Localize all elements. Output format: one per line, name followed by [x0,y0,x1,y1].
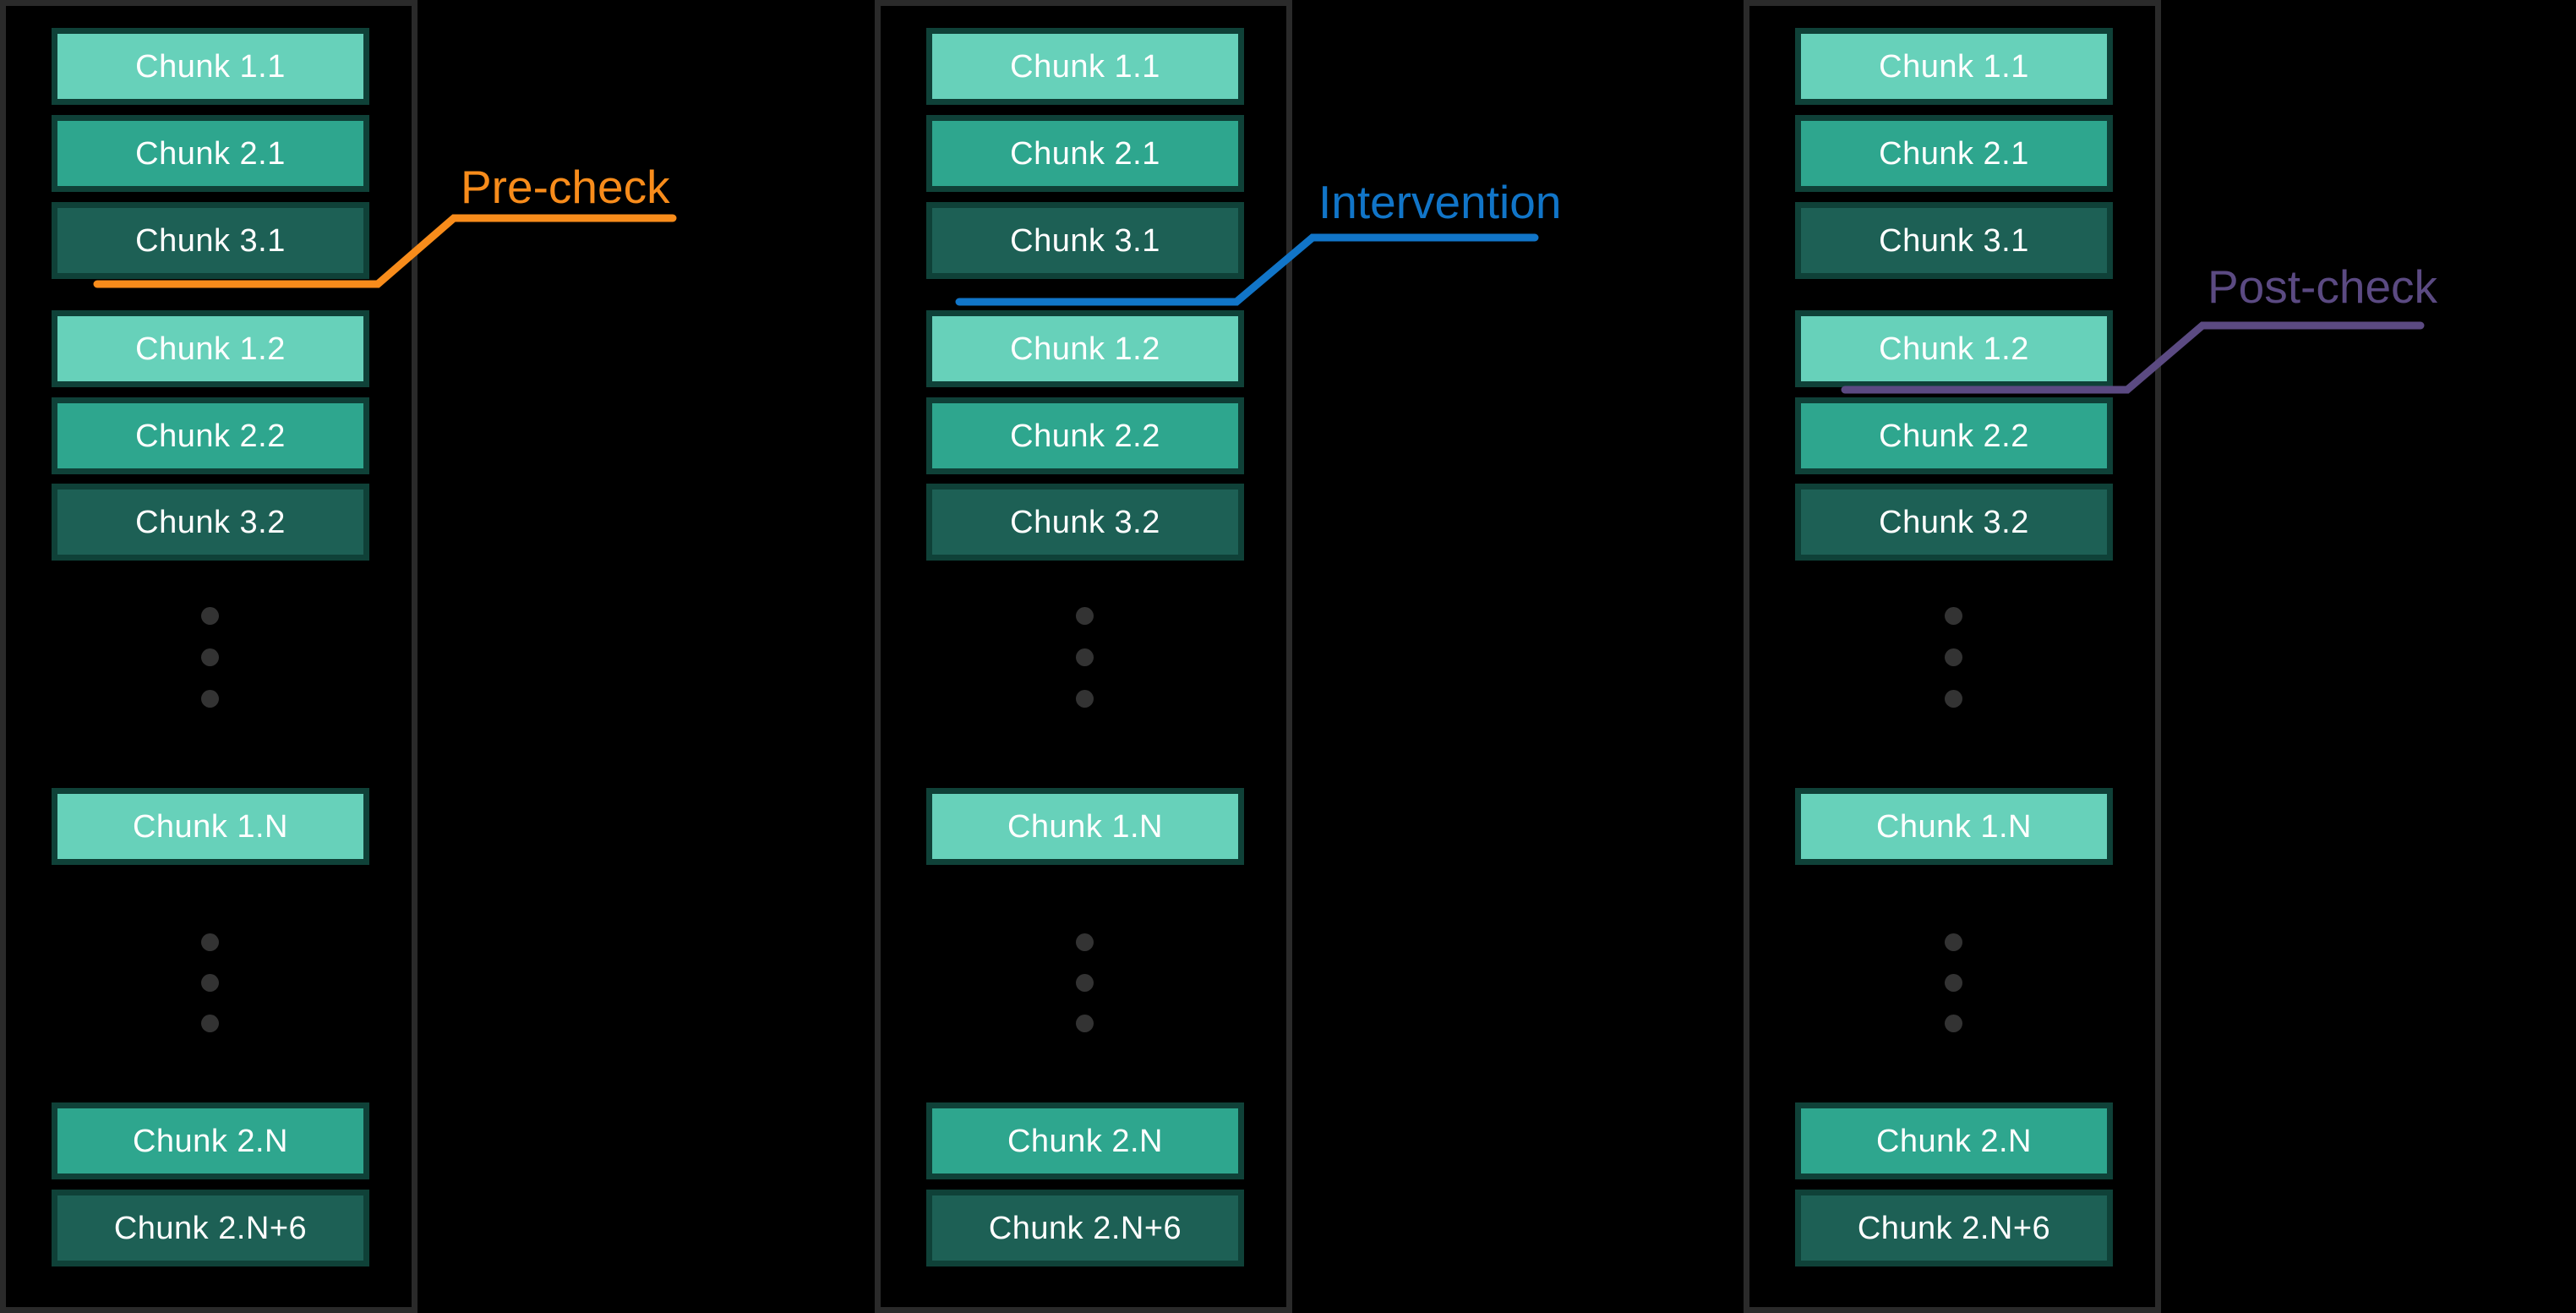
chunk-label: Chunk 2.2 [135,418,286,454]
chunk-label: Chunk 2.2 [1879,418,2029,454]
ellipsis-dot [1076,933,1094,951]
chunk-box: Chunk 2.1 [926,115,1244,192]
chunk-label: Chunk 1.N [132,808,289,845]
chunk-label: Chunk 1.2 [135,331,286,367]
annotation-label-intervention: Intervention [1318,176,1562,228]
chunk-label: Chunk 3.2 [1879,504,2029,540]
chunk-label: Chunk 3.2 [1010,504,1160,540]
chunk-label: Chunk 3.1 [1879,222,2029,259]
chunk-label: Chunk 2.N [1007,1123,1164,1159]
chunk-box: Chunk 2.N+6 [52,1190,369,1266]
chunk-box: Chunk 2.N+6 [926,1190,1244,1266]
chunk-box: Chunk 3.1 [52,202,369,279]
chunk-box: Chunk 2.N [1795,1102,2113,1179]
chunk-label: Chunk 2.1 [135,135,286,172]
chunk-label: Chunk 1.1 [1879,48,2029,85]
chunk-label: Chunk 1.1 [1010,48,1160,85]
chunk-box: Chunk 2.1 [52,115,369,192]
chunk-label: Chunk 2.N [132,1123,289,1159]
chunk-label: Chunk 1.2 [1010,331,1160,367]
ellipsis-dot [1076,690,1094,708]
chunk-box: Chunk 1.N [1795,788,2113,865]
chunk-label: Chunk 2.N+6 [1857,1210,2051,1246]
chunk-box: Chunk 3.2 [1795,484,2113,561]
chunk-label: Chunk 2.1 [1010,135,1160,172]
chunk-box: Chunk 1.2 [52,310,369,387]
chunk-box: Chunk 3.2 [52,484,369,561]
ellipsis-dot [1076,1015,1094,1032]
annotation-label-post-check: Post-check [2208,260,2438,313]
ellipsis-dot [1076,974,1094,992]
chunk-box: Chunk 1.2 [1795,310,2113,387]
chunk-label: Chunk 1.1 [135,48,286,85]
chunk-box: Chunk 3.1 [1795,202,2113,279]
chunk-box: Chunk 3.2 [926,484,1244,561]
chunk-label: Chunk 2.N [1875,1123,2033,1159]
chunk-label: Chunk 1.N [1007,808,1164,845]
ellipsis-dot [1945,648,1962,666]
chunk-label: Chunk 2.N+6 [988,1210,1182,1246]
ellipsis-dot [201,974,219,992]
chunk-box: Chunk 2.2 [1795,397,2113,474]
chunk-box: Chunk 2.2 [926,397,1244,474]
chunk-box: Chunk 2.N [926,1102,1244,1179]
chunk-label: Chunk 3.2 [135,504,286,540]
chunk-box: Chunk 1.N [52,788,369,865]
chunk-box: Chunk 3.1 [926,202,1244,279]
chunk-box: Chunk 2.2 [52,397,369,474]
ellipsis-dot [201,1015,219,1032]
ellipsis-dot [201,648,219,666]
chunk-label: Chunk 1.N [1875,808,2033,845]
ellipsis-dot [1076,648,1094,666]
chunk-box: Chunk 1.1 [52,28,369,105]
chunk-box: Chunk 1.1 [1795,28,2113,105]
chunk-box: Chunk 2.1 [1795,115,2113,192]
annotation-label-pre-check: Pre-check [461,161,670,213]
chunk-box: Chunk 1.N [926,788,1244,865]
chunk-box: Chunk 1.2 [926,310,1244,387]
chunk-label: Chunk 3.1 [1010,222,1160,259]
chunk-box: Chunk 2.N [52,1102,369,1179]
ellipsis-dot [201,690,219,708]
chunk-box: Chunk 2.N+6 [1795,1190,2113,1266]
ellipsis-dot [1076,607,1094,625]
ellipsis-dot [1945,690,1962,708]
ellipsis-dot [1945,974,1962,992]
ellipsis-dot [201,607,219,625]
chunk-label: Chunk 2.2 [1010,418,1160,454]
ellipsis-dot [1945,607,1962,625]
chunk-label: Chunk 3.1 [135,222,286,259]
chunk-box: Chunk 1.1 [926,28,1244,105]
ellipsis-dot [1945,1015,1962,1032]
ellipsis-dot [201,933,219,951]
chunk-label: Chunk 2.1 [1879,135,2029,172]
ellipsis-dot [1945,933,1962,951]
chunk-label: Chunk 1.2 [1879,331,2029,367]
chunk-label: Chunk 2.N+6 [113,1210,308,1246]
